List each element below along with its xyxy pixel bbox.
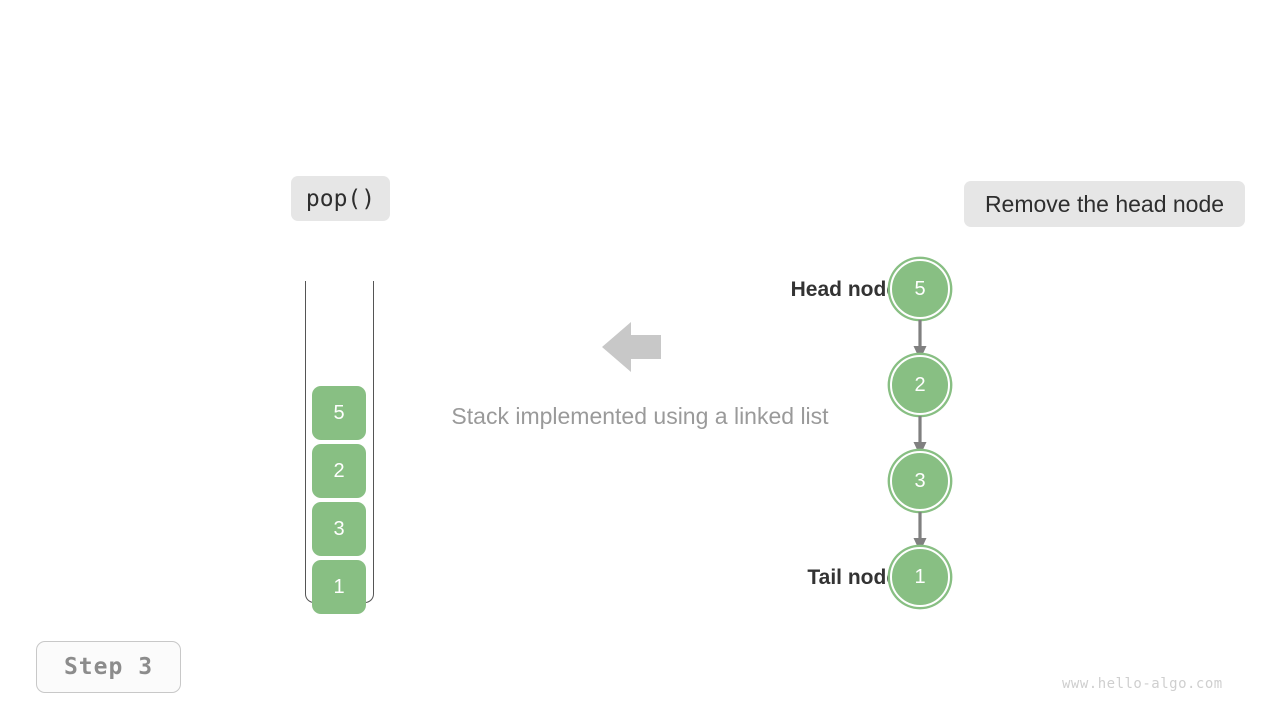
head-node-label: Head node [790,278,898,301]
arrow-down-icon [910,512,930,554]
watermark-text: www.hello-algo.com [1062,676,1223,692]
arrow-down-icon [910,320,930,362]
stack-cell: 3 [312,502,366,556]
action-description-badge: Remove the head node [964,181,1245,227]
operation-badge: pop() [291,176,390,221]
stack-cell: 1 [312,560,366,614]
linked-list-node: 5 [890,259,950,319]
stack-cell: 2 [312,444,366,498]
stack-cell: 5 [312,386,366,440]
arrow-down-icon [910,416,930,458]
arrow-left-icon [602,318,662,376]
linked-list-node: 3 [890,451,950,511]
tail-node-label: Tail node [807,566,898,589]
linked-list-node: 2 [890,355,950,415]
caption-text: Stack implemented using a linked list [451,403,829,429]
linked-list-visual: Head node 5 2 3 Tail node 1 [740,250,1000,620]
linked-list-node: 1 [890,547,950,607]
stack-visual: 5 2 3 1 [300,281,380,614]
step-badge: Step 3 [36,641,181,693]
